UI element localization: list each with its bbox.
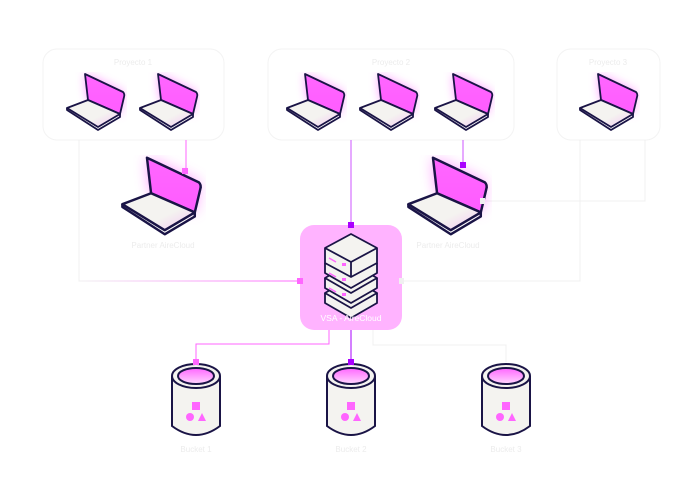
bucket-node-3[interactable]: Bucket 3	[481, 363, 531, 454]
connector-hub-bucket3	[372, 330, 507, 362]
bucket-icon	[326, 363, 376, 436]
connectors	[78, 140, 646, 362]
connector-p3-partner2	[482, 140, 646, 202]
hub-node[interactable]: VSA - AireCloud	[297, 222, 404, 330]
group-label: Proyecto 1	[114, 58, 153, 67]
bucket-label: Bucket 1	[180, 445, 212, 454]
bucket-icon	[481, 363, 531, 436]
connector-p3-hub	[402, 140, 581, 282]
partner-node-1[interactable]: Partner AireCloud	[122, 158, 200, 250]
hub-label: VSA - AireCloud	[321, 313, 382, 323]
partner-node-2[interactable]: Partner AireCloud	[408, 158, 486, 250]
laptop-icon	[408, 158, 486, 235]
group-label: Proyecto 3	[589, 58, 628, 67]
partner-label: Partner AireCloud	[416, 241, 479, 250]
connector-p1-hub	[78, 140, 300, 282]
server-stack-icon	[324, 233, 378, 319]
bucket-label: Bucket 2	[335, 445, 367, 454]
bucket-node-2[interactable]: Bucket 2	[326, 359, 376, 454]
partner-label: Partner AireCloud	[131, 241, 194, 250]
bucket-label: Bucket 3	[490, 445, 522, 454]
bucket-node-1[interactable]: Bucket 1	[171, 359, 221, 454]
laptop-icon	[122, 158, 200, 235]
group-label: Proyecto 2	[372, 58, 411, 67]
connector-hub-bucket1	[195, 330, 330, 362]
bucket-icon	[171, 363, 221, 436]
